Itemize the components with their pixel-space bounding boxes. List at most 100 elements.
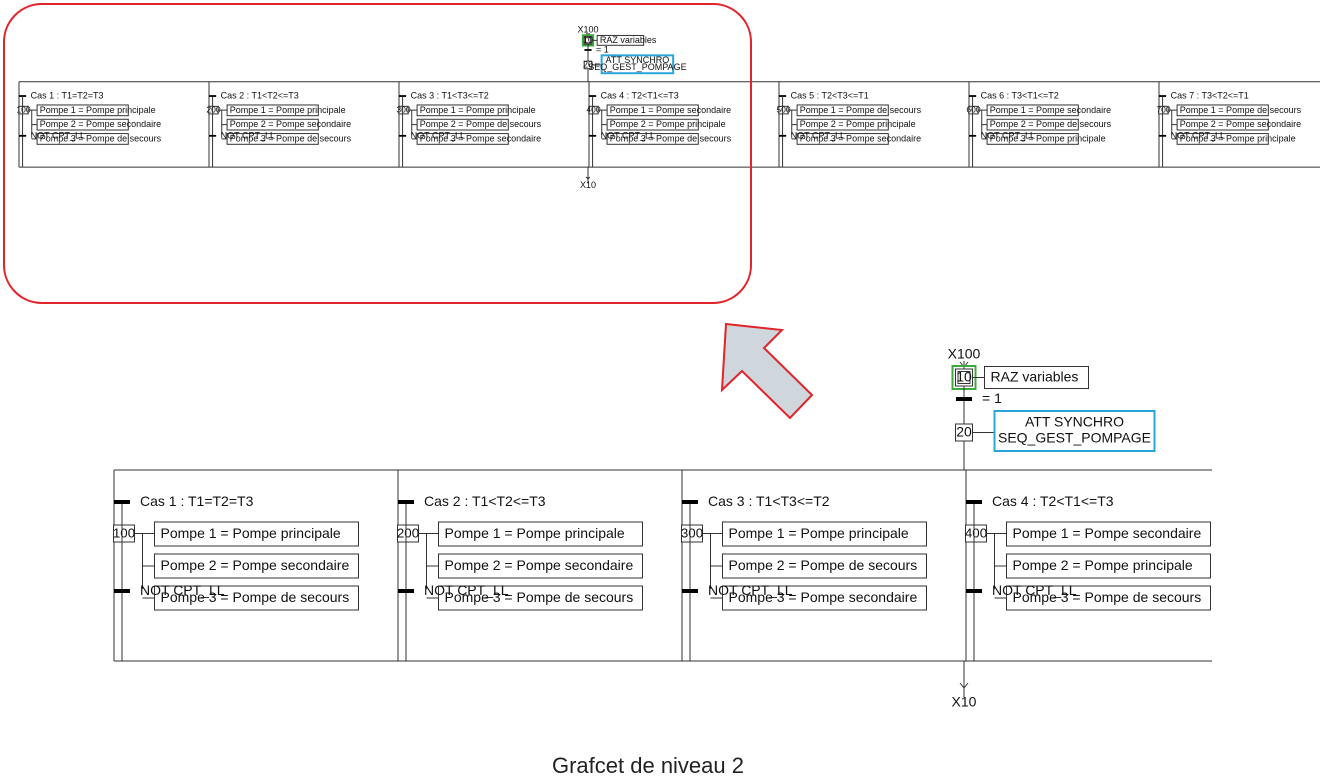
branch-7-condition: Cas 7 : T3<T2<=T1	[1171, 91, 1249, 101]
highlight-frame	[3, 3, 752, 304]
branch-4-action-label-1: Pompe 1 = Pompe secondaire	[1013, 525, 1202, 541]
branch-6-action-label-2: Pompe 2 = Pompe de secours	[990, 119, 1112, 129]
branch-3-entry-transition	[399, 95, 407, 97]
init-action-box	[596, 34, 645, 46]
branch-5-action-box-1	[796, 104, 889, 117]
zoom-arrow	[720, 322, 814, 420]
branch-1-condition: Cas 1 : T1=T2=T3	[31, 91, 104, 101]
init-step-inner	[584, 37, 592, 44]
branch-3: Cas 3 : T1<T3<=T2 300 Pompe 1 = Pompe prin…	[681, 470, 927, 661]
branch-3-action-label-1: Pompe 1 = Pompe principale	[729, 525, 909, 541]
branch-1-entry-transition	[114, 500, 130, 504]
init-action-box	[984, 366, 1089, 389]
branch-6-entry-transition	[969, 95, 977, 97]
branch-1-step-number: 100	[16, 105, 31, 115]
branch-5-action-box-3	[796, 133, 889, 145]
branch-6-exit-transition	[969, 134, 977, 137]
branch-4-action-label-2: Pompe 2 = Pompe principale	[610, 119, 726, 129]
branch-4-step-number: 400	[965, 526, 987, 541]
branch-2-step-number: 200	[206, 105, 221, 115]
branch-1-step-number: 100	[113, 526, 135, 541]
branch-5-exit-condition: NOT CPT_LL	[791, 130, 845, 140]
branch-1-action-label-2: Pompe 2 = Pompe secondaire	[40, 119, 161, 129]
branch-3-action-box-2	[416, 118, 509, 131]
synchro-action-line1: ATT SYNCHRO	[1025, 414, 1124, 430]
branch-6-action-box-1	[986, 104, 1079, 117]
exit-label: X10	[580, 180, 596, 190]
synchro-action-box	[600, 54, 675, 75]
branch-7-exit-condition: NOT CPT_LL	[1171, 130, 1225, 140]
branch-2-action-label-2: Pompe 2 = Pompe secondaire	[445, 557, 634, 573]
branch-1-action-box-2	[36, 118, 129, 131]
figure-caption: Grafcet de niveau 2	[551, 753, 744, 778]
branch-6-action-label-1: Pompe 1 = Pompe secondaire	[990, 105, 1111, 115]
init-action-label: RAZ variables	[600, 35, 657, 45]
branch-3-action-label-3: Pompe 3 = Pompe secondaire	[420, 134, 541, 144]
branch-5-entry-transition	[779, 95, 787, 97]
branch-4-condition: Cas 4 : T2<T1<=T3	[992, 493, 1114, 509]
branch-1-condition: Cas 1 : T1=T2=T3	[140, 493, 254, 509]
branch-2-exit-transition	[209, 134, 217, 137]
first-transition-label: = 1	[982, 390, 1002, 406]
branch-4-exit-transition	[589, 134, 597, 137]
branch-6-condition: Cas 6 : T3<T1<=T2	[981, 91, 1059, 101]
first-transition-bar	[584, 49, 592, 51]
branch-1-exit-condition: NOT CPT_LL	[140, 582, 225, 598]
branch-4-action-box-2	[606, 118, 699, 131]
branch-2-condition: Cas 2 : T1<T2<=T3	[221, 91, 299, 101]
branch-2-action-label-1: Pompe 1 = Pompe principale	[230, 105, 346, 115]
branch-3-action-label-2: Pompe 2 = Pompe de secours	[420, 119, 542, 129]
branch-3-action-box-3	[722, 585, 927, 611]
synchro-action-line2: SEQ_GEST_POMPAGE	[588, 62, 686, 72]
init-step-number: 10	[583, 35, 593, 45]
branch-4-action-box-1	[606, 104, 699, 117]
branch-2-action-box-2	[226, 118, 319, 131]
branch-1-exit-condition: NOT CPT_LL	[31, 130, 85, 140]
branch-7-exit-transition	[1159, 134, 1167, 137]
branch-3-exit-transition	[399, 134, 407, 137]
branch-2-exit-transition	[398, 589, 414, 593]
branch-3-action-box-3	[416, 133, 509, 145]
branch-1-action-label-3: Pompe 3 = Pompe de secours	[40, 134, 162, 144]
branch-3-step-number: 300	[681, 526, 703, 541]
branch-1-action-box-2	[154, 553, 359, 579]
branch-4-action-label-2: Pompe 2 = Pompe principale	[1013, 557, 1193, 573]
exit-label: X10	[952, 694, 977, 710]
branch-4-action-label-3: Pompe 3 = Pompe de secours	[1013, 589, 1202, 605]
branch-3-condition: Cas 3 : T1<T3<=T2	[708, 493, 830, 509]
branch-1-action-box-3	[36, 133, 129, 145]
branch-4-entry-transition	[589, 95, 597, 97]
branch-7-entry-transition	[1159, 95, 1167, 97]
init-step-number: 10	[956, 369, 972, 385]
branch-1-action-box-1	[36, 104, 129, 117]
branch-4-action-box-1	[1006, 521, 1211, 547]
branch-4-action-label-1: Pompe 1 = Pompe secondaire	[610, 105, 731, 115]
branch-2-action-label-3: Pompe 3 = Pompe de secours	[445, 589, 634, 605]
branch-2-action-box-1	[438, 521, 643, 547]
branch-2-action-box-3	[438, 585, 643, 611]
branch-4-entry-transition	[966, 500, 982, 504]
branch-6-action-box-3	[986, 133, 1079, 145]
branch-2-entry-transition	[209, 95, 217, 97]
branch-6-action-label-3: Pompe 3 = Pompe principale	[990, 134, 1106, 144]
init-action-label: RAZ variables	[991, 369, 1079, 385]
branch-5-condition: Cas 5 : T2<T3<=T1	[791, 91, 869, 101]
branch-6-action-box-2	[986, 118, 1079, 131]
branch-1-exit-transition	[114, 589, 130, 593]
branch-3-step-number: 300	[396, 105, 411, 115]
entry-label: X100	[948, 346, 981, 362]
branch-4-exit-transition	[966, 589, 982, 593]
branch-7-action-label-2: Pompe 2 = Pompe secondaire	[1180, 119, 1301, 129]
branch-1-action-box-1	[154, 521, 359, 547]
branch-3-action-box-2	[722, 553, 927, 579]
branch-3-exit-transition	[682, 589, 698, 593]
